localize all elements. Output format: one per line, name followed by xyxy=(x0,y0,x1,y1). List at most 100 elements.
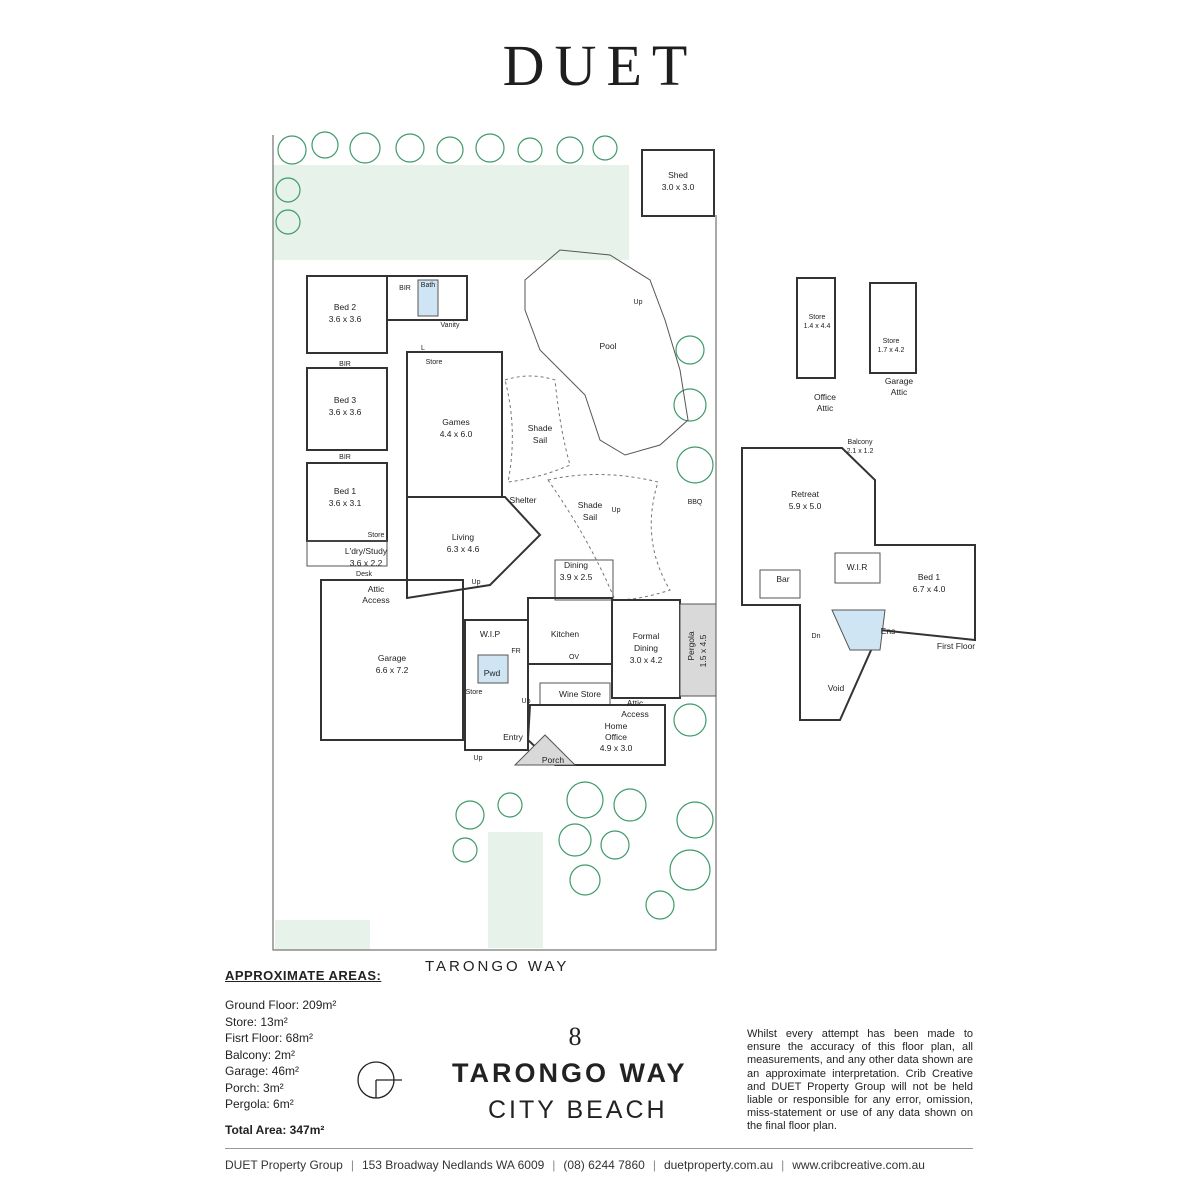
brand-logo: DUET xyxy=(502,33,698,98)
shade-sail-2-label-b: Sail xyxy=(583,512,597,522)
shade-sail-2 xyxy=(547,473,671,601)
pergola-label: Pergola xyxy=(686,631,696,661)
attic-access-label-b: Access xyxy=(362,595,389,605)
approximate-areas: APPROXIMATE AREAS: Ground Floor: 209m² S… xyxy=(225,968,425,1137)
bir-label-3: BIR xyxy=(399,285,411,292)
shed-label: Shed xyxy=(668,170,688,180)
games-label: Games xyxy=(442,417,469,427)
attic-access-label-a: Attic xyxy=(368,584,385,594)
pwd-label: Pwd xyxy=(484,668,501,678)
ov-label: OV xyxy=(569,654,579,661)
store-garage-attic-size: 1.7 x 4.2 xyxy=(878,347,905,354)
bath-label: Bath xyxy=(421,282,436,289)
address-suburb: CITY BEACH xyxy=(488,1096,668,1124)
bed1-ground-label: Bed 1 xyxy=(334,486,356,496)
first-floor-label: First Floor xyxy=(937,641,975,651)
attic-access-label-c: Attic xyxy=(627,698,644,708)
bbq-label: BBQ xyxy=(688,499,703,506)
area-balcony: Balcony: 2m² xyxy=(225,1047,296,1062)
shed-outline xyxy=(641,149,715,217)
balcony-size: 2.1 x 1.2 xyxy=(847,448,874,455)
up-label-pool: Up xyxy=(634,299,643,306)
up-label-stair: Up xyxy=(522,698,531,705)
home-office-outline xyxy=(526,704,666,766)
footer-divider xyxy=(225,1148,973,1149)
laundry-size: 3.6 x 2.2 xyxy=(350,558,383,568)
entry-label: Entry xyxy=(503,732,524,742)
store-label-games: Store xyxy=(426,359,443,366)
bed3-outline xyxy=(306,367,388,451)
store-office-attic-outline xyxy=(796,277,836,379)
areas-title: APPROXIMATE AREAS: xyxy=(225,968,382,983)
area-porch: Porch: 3m² xyxy=(225,1080,284,1095)
area-total: Total Area: 347m² xyxy=(225,1122,325,1137)
vanity-label: Vanity xyxy=(441,322,460,329)
pool-outline xyxy=(524,249,689,456)
balcony-label: Balcony xyxy=(848,439,873,446)
pergola-area xyxy=(679,603,717,697)
first-floor-outline xyxy=(741,447,976,721)
l-label: L xyxy=(421,345,425,352)
disclaimer-text: Whilst every attempt has been made to en… xyxy=(747,1028,973,1133)
garage-size: 6.6 x 7.2 xyxy=(376,665,409,675)
formal-dining-size: 3.0 x 4.2 xyxy=(630,655,663,665)
street-label: TARONGO WAY xyxy=(425,958,570,975)
powder-room xyxy=(477,654,509,684)
footer-company: DUET Property Group xyxy=(225,1158,343,1172)
void-label: Void xyxy=(828,683,845,693)
bed2-label: Bed 2 xyxy=(334,302,356,312)
store-office-attic-size: 1.4 x 4.4 xyxy=(804,323,831,330)
desk-label: Desk xyxy=(356,571,372,578)
wip-label: W.I.P xyxy=(480,629,501,639)
bar-label: Bar xyxy=(776,574,789,584)
office-attic-label-a: Office xyxy=(814,392,836,402)
bed1-first-label: Bed 1 xyxy=(918,572,940,582)
porch-label: Porch xyxy=(542,755,564,765)
bath-outline xyxy=(386,275,468,321)
dining-size: 3.9 x 2.5 xyxy=(560,572,593,582)
shed-size: 3.0 x 3.0 xyxy=(662,182,695,192)
wir-outline xyxy=(834,552,881,584)
bed3-size: 3.6 x 3.6 xyxy=(329,407,362,417)
laundry-label: L'dry/Study xyxy=(345,546,388,556)
retreat-label: Retreat xyxy=(791,489,820,499)
shower xyxy=(417,279,439,317)
bir-label-1: BIR xyxy=(339,361,351,368)
attic-access-label-d: Access xyxy=(621,709,648,719)
bar-outline xyxy=(759,569,801,599)
home-office-label-b: Office xyxy=(605,732,627,742)
ens-label: Ens xyxy=(881,626,896,636)
up-label-entry: Up xyxy=(474,755,483,762)
footer-website-crib[interactable]: www.cribcreative.com.au xyxy=(792,1158,925,1172)
pergola-size: 1.5 x 4.5 xyxy=(698,634,708,667)
games-size: 4.4 x 6.0 xyxy=(440,429,473,439)
store-label-entry: Store xyxy=(466,689,483,696)
front-lawn-left xyxy=(275,920,370,950)
bir-label-2: BIR xyxy=(339,454,351,461)
shelter-label: Shelter xyxy=(510,495,537,505)
bed1-ground-size: 3.6 x 3.1 xyxy=(329,498,362,508)
shade-sail-1 xyxy=(504,375,571,483)
office-attic-label-b: Attic xyxy=(817,403,834,413)
area-first-floor: Fisrt Floor: 68m² xyxy=(225,1031,314,1045)
area-ground-floor: Ground Floor: 209m² xyxy=(225,998,337,1012)
area-pergola: Pergola: 6m² xyxy=(225,1097,294,1111)
footer-website-duet[interactable]: duetproperty.com.au xyxy=(663,1158,774,1172)
kitchen-label: Kitchen xyxy=(551,629,580,639)
dining-label: Dining xyxy=(564,560,588,570)
up-label-living: Up xyxy=(472,579,481,586)
formal-dining-label-a: Formal xyxy=(633,631,660,641)
area-garage: Garage: 46m² xyxy=(225,1064,300,1078)
fr-label: FR xyxy=(511,648,520,655)
footer: DUET Property Group|153 Broadway Nedland… xyxy=(225,1158,925,1172)
garage-outline xyxy=(320,579,464,741)
footer-phone: (08) 6244 7860 xyxy=(563,1158,645,1172)
bed2-size: 3.6 x 3.6 xyxy=(329,314,362,324)
bed3-label: Bed 3 xyxy=(334,395,356,405)
garage-attic-label-a: Garage xyxy=(885,376,914,386)
laundry-outline xyxy=(306,540,388,567)
store-garage-attic-outline xyxy=(869,282,917,374)
porch-area xyxy=(513,734,577,766)
front-lawn-right xyxy=(488,832,543,948)
